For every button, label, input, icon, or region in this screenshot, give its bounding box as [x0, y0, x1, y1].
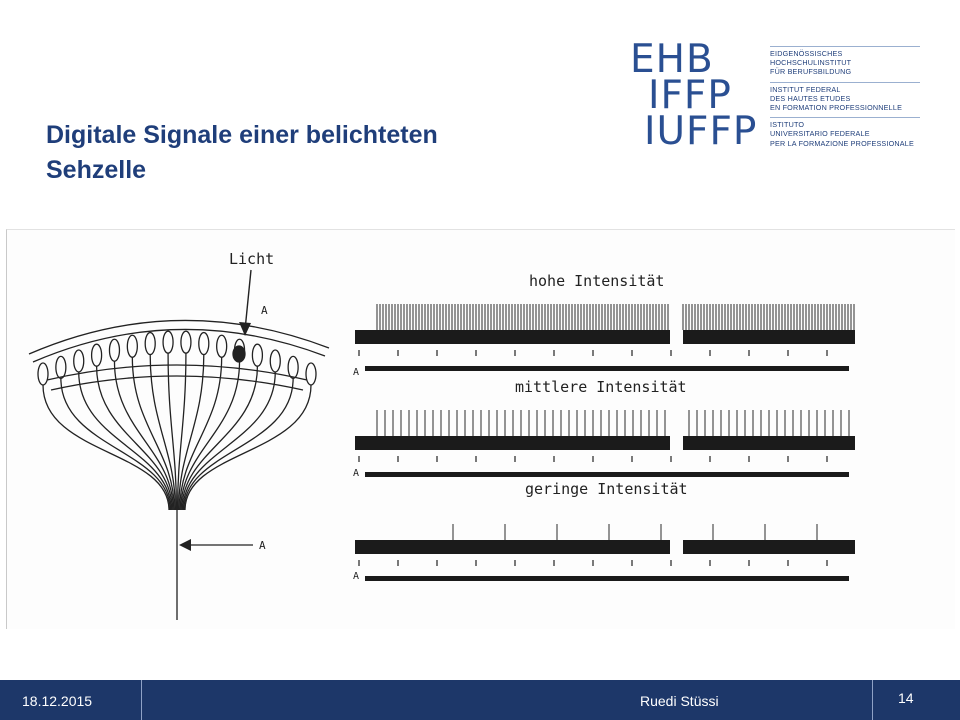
photoreceptor-cell — [216, 334, 228, 358]
nerve-fiber — [181, 366, 259, 511]
photoreceptor-diagram — [28, 319, 330, 620]
logo-line: INSTITUT FEDERAL — [770, 84, 841, 94]
nerve-fiber — [183, 378, 294, 511]
nerve-fiber — [95, 366, 173, 511]
photoreceptor-cell — [180, 330, 192, 354]
trace-baseline — [355, 540, 670, 554]
trace-marker-low: A — [353, 571, 359, 582]
logo-text-italian: ISTITUTO UNIVERSITARIO FEDERALE PER LA F… — [770, 117, 920, 148]
photoreceptor-cell — [37, 362, 49, 386]
photoreceptor-cell — [287, 355, 299, 379]
footer-page-number: 14 — [898, 690, 914, 706]
nerve-arrowhead — [179, 539, 191, 551]
photoreceptor-cell — [90, 343, 103, 367]
footer-author: Ruedi Stüssi — [640, 693, 719, 709]
logo-mark: EHB IFFP IUFFP — [628, 37, 762, 154]
logo-line: EN FORMATION PROFESSIONNELLE — [770, 103, 903, 113]
stimulated-cell — [232, 345, 246, 363]
photoreceptor-cell — [162, 330, 174, 354]
stimulus-bar — [365, 366, 849, 371]
logo-text-french: INSTITUT FEDERAL DES HAUTES ETUDES EN FO… — [770, 81, 920, 113]
stimulus-bar — [365, 472, 849, 477]
logo-mark-iffp: IFFP — [648, 73, 732, 118]
nerve-fiber — [179, 357, 223, 511]
footer-bar: 18.12.2015 Ruedi Stüssi 14 — [0, 680, 960, 720]
cell-layer-line — [46, 364, 308, 381]
logo-text: EIDGENÖSSISCHES HOCHSCHULINSTITUT FÜR BE… — [770, 46, 920, 153]
trace-marker-high: A — [353, 367, 359, 378]
figure-drawing: Licht A A hohe Intensität mittlere Inten… — [28, 250, 855, 620]
retina-arc-outer — [28, 319, 330, 355]
nerve-fiber — [131, 357, 175, 511]
nerve-fiber — [78, 371, 172, 511]
footer-divider — [141, 680, 142, 720]
light-arrowhead — [239, 322, 251, 336]
nerve-fiber — [113, 361, 174, 511]
trace-label-high: hohe Intensität — [529, 272, 664, 290]
nerve-fiber — [182, 371, 276, 511]
footer-date: 18.12.2015 — [22, 693, 93, 709]
light-label: Licht — [229, 250, 274, 268]
trace-baseline — [355, 436, 670, 450]
institution-logo: EHB IFFP IUFFP EIDGENÖSSISCHES HOCHSCHUL… — [628, 37, 928, 154]
photoreceptor-cell — [144, 331, 156, 356]
nerve-fiber — [42, 384, 170, 511]
trace-label-low: geringe Intensität — [525, 480, 688, 498]
retina-signal-figure: Licht A A hohe Intensität mittlere Inten… — [6, 229, 955, 629]
logo-line: ISTITUTO — [770, 120, 805, 130]
trace-baseline — [355, 330, 670, 344]
trace-marker-medium: A — [353, 468, 359, 479]
logo-line: DES HAUTES ETUDES — [770, 93, 851, 103]
trace-baseline — [683, 330, 855, 344]
retina-arc-inner — [32, 328, 326, 363]
photoreceptor-cell — [73, 349, 85, 373]
cell-layer-line — [50, 375, 304, 391]
trace-baseline — [683, 540, 855, 554]
trace-label-medium: mittlere Intensität — [515, 378, 687, 396]
photoreceptor-cell — [108, 338, 121, 362]
logo-mark-ehb: EHB — [630, 37, 714, 82]
photoreceptor-cell — [126, 334, 138, 358]
photoreceptor-cell — [305, 362, 317, 386]
logo-mark-iuffp: IUFFP — [644, 109, 758, 154]
footer-divider — [872, 680, 873, 720]
photoreceptor-cell — [269, 349, 281, 373]
logo-line: UNIVERSITARIO FEDERALE — [770, 129, 870, 139]
logo-text-german: EIDGENÖSSISCHES HOCHSCHULINSTITUT FÜR BE… — [770, 46, 920, 77]
trace-baseline — [683, 436, 855, 450]
nerve-fiber — [184, 384, 312, 511]
slide-title-line-2: Sehzelle — [46, 156, 147, 184]
logo-line: HOCHSCHULINSTITUT — [770, 58, 852, 68]
photoreceptor-cell — [198, 331, 210, 356]
spike-traces — [355, 304, 855, 581]
stimulus-bar — [365, 576, 849, 581]
logo-line: PER LA FORMAZIONE PROFESSIONALE — [770, 138, 914, 148]
logo-line: EIDGENÖSSISCHES — [770, 49, 843, 58]
nerve-fiber — [180, 361, 241, 511]
nerve-label: A — [259, 539, 266, 552]
logo-line: FÜR BERUFSBILDUNG — [770, 67, 852, 77]
photoreceptor-cell — [251, 343, 264, 367]
light-arrow — [244, 269, 252, 331]
slide-title: Digitale Signale einer belichteten Sehze… — [46, 118, 606, 188]
stimulus-label: A — [261, 304, 268, 317]
slide-title-line-1: Digitale Signale einer belichteten — [46, 121, 438, 149]
nerve-fiber — [60, 378, 171, 511]
photoreceptor-cell — [55, 355, 67, 379]
